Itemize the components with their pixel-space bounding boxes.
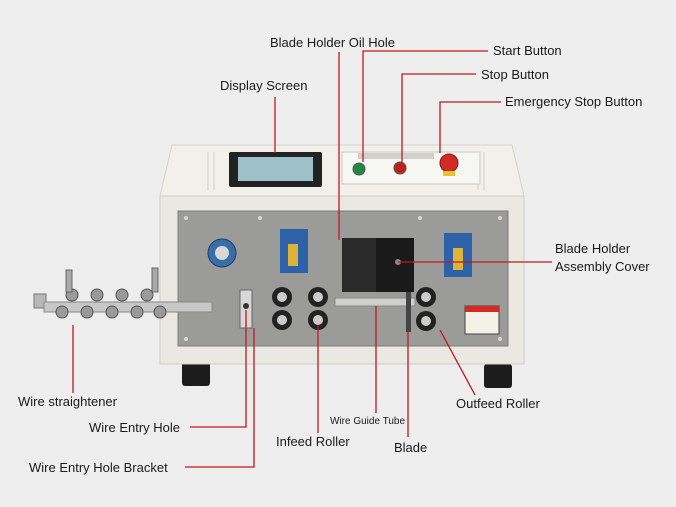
warning-label-header bbox=[465, 306, 499, 312]
emergency-stop-ring bbox=[443, 171, 455, 176]
outfeed-rollers bbox=[416, 287, 436, 331]
blade-holder-cover-front bbox=[376, 238, 414, 292]
label-emergency-stop-button: Emergency Stop Button bbox=[505, 94, 643, 109]
blade bbox=[406, 292, 411, 332]
label-start-button: Start Button bbox=[493, 43, 562, 58]
straightener-screw-2 bbox=[151, 267, 159, 293]
label-blade-holder-line2: Assembly Cover bbox=[555, 259, 650, 274]
label-wire-guide-tube: Wire Guide Tube bbox=[330, 416, 406, 427]
machine-foot-right bbox=[484, 364, 512, 388]
label-display-screen: Display Screen bbox=[220, 78, 308, 93]
dial-indicator-right bbox=[453, 248, 463, 270]
start-button[interactable] bbox=[352, 162, 366, 176]
adjustment-knob-center bbox=[215, 246, 229, 260]
emergency-stop-button[interactable] bbox=[439, 153, 459, 173]
label-wire-entry-hole: Wire Entry Hole bbox=[89, 420, 181, 435]
display-screen bbox=[238, 157, 313, 181]
wire-guide-tube bbox=[334, 297, 416, 307]
infeed-rollers bbox=[272, 287, 328, 330]
straightener-end-block bbox=[33, 293, 47, 309]
wire-straightener-bar bbox=[43, 301, 213, 313]
dial-indicator-left bbox=[288, 244, 298, 266]
leader-lines bbox=[72, 50, 552, 468]
label-infeed-roller: Infeed Roller bbox=[276, 434, 350, 449]
label-wire-entry-hole-bracket: Wire Entry Hole Bracket bbox=[29, 460, 168, 475]
straightener-screw-1 bbox=[65, 269, 73, 293]
label-outfeed-roller: Outfeed Roller bbox=[456, 396, 540, 411]
control-strip-caption bbox=[358, 153, 434, 159]
label-blade: Blade bbox=[394, 440, 428, 455]
label-blade-holder-oil-hole: Blade Holder Oil Hole bbox=[270, 35, 396, 50]
machine-foot-left bbox=[182, 362, 210, 386]
label-blade-holder-line1: Blade Holder bbox=[555, 241, 631, 256]
panel-screws bbox=[184, 216, 502, 341]
label-wire-straightener: Wire straightener bbox=[18, 394, 117, 409]
label-stop-button: Stop Button bbox=[481, 67, 549, 82]
stop-button[interactable] bbox=[393, 161, 407, 175]
wire-entry-hole bbox=[243, 303, 249, 309]
